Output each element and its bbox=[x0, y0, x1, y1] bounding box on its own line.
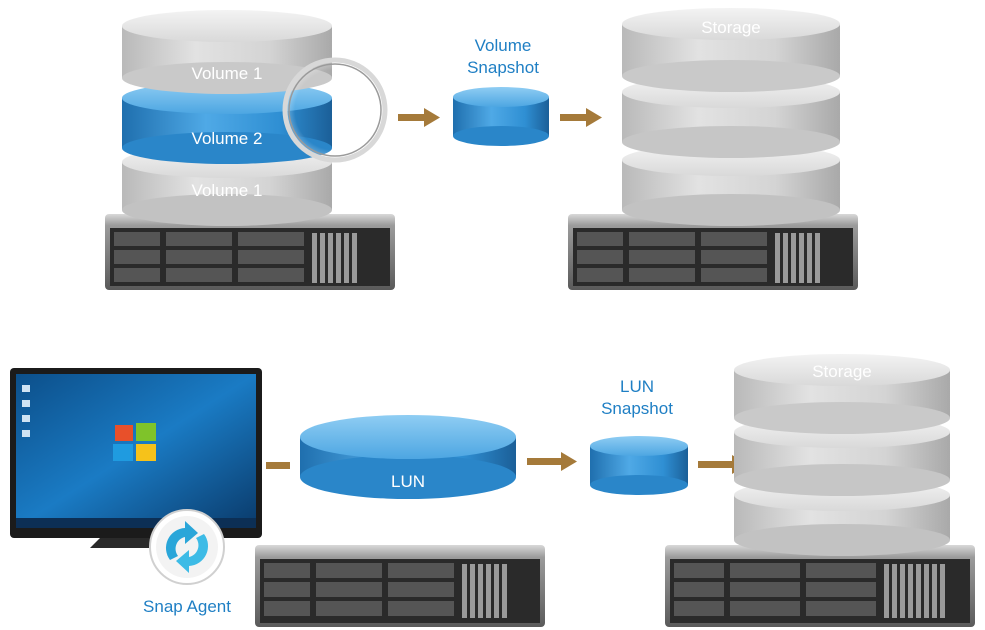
snap-agent-label: Snap Agent bbox=[143, 597, 231, 616]
nas-server-icon bbox=[105, 214, 395, 290]
volume-label-bottom: Volume 1 bbox=[192, 181, 263, 200]
lun-snapshot-disk bbox=[590, 436, 688, 495]
volume-label-top: Volume 1 bbox=[192, 64, 263, 83]
magnifier-lens-icon bbox=[282, 57, 388, 163]
snap-agent-sync-icon bbox=[149, 509, 225, 585]
storage-label-bottom: Storage bbox=[812, 362, 872, 381]
lun-snapshot-label-line1: LUN bbox=[620, 377, 654, 396]
volume-snapshot-disk bbox=[453, 87, 549, 146]
volume-label-highlighted: Volume 2 bbox=[192, 129, 263, 148]
storage-label-top: Storage bbox=[701, 18, 761, 37]
volume-snapshot-label-line1: Volume bbox=[475, 36, 532, 55]
storage-stack: Storage bbox=[734, 354, 950, 556]
lun-disk: LUN bbox=[300, 415, 516, 499]
connector-bar bbox=[266, 462, 290, 469]
windows-monitor-icon bbox=[10, 368, 262, 548]
nas-server-icon bbox=[255, 545, 545, 627]
volume-disk-top bbox=[122, 10, 332, 94]
arrow-right-icon bbox=[560, 108, 602, 127]
storage-stack: Storage bbox=[622, 8, 840, 226]
nas-server-icon bbox=[568, 214, 858, 290]
nas-server-icon bbox=[665, 545, 975, 627]
arrow-right-icon bbox=[398, 108, 440, 127]
lun-snapshot-label-line2: Snapshot bbox=[601, 399, 673, 418]
lun-label: LUN bbox=[391, 472, 425, 491]
volume-snapshot-label-line2: Snapshot bbox=[467, 58, 539, 77]
arrow-right-icon bbox=[527, 452, 577, 471]
